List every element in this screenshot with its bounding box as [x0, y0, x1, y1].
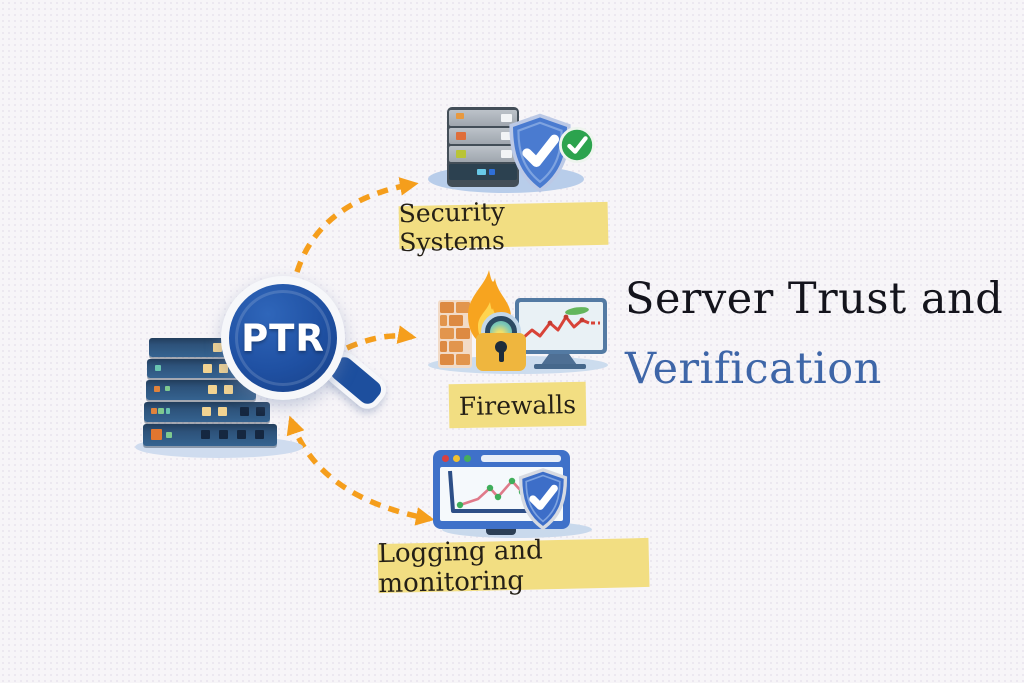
- server-unit: [143, 424, 277, 446]
- browser-address-bar: [481, 455, 561, 462]
- status-indicator: [477, 168, 486, 175]
- status-indicator: [158, 408, 164, 414]
- arrow-to-logging-bidirectional: [286, 415, 435, 526]
- led-square: [237, 430, 246, 439]
- server-unit: [144, 402, 270, 422]
- led-square: [240, 407, 249, 416]
- padlock-icon: [476, 333, 526, 371]
- status-indicator: [166, 408, 170, 414]
- monitor-icon: [515, 298, 607, 354]
- node-firewalls: [428, 268, 620, 394]
- brick-wall-icon: [438, 300, 472, 368]
- led-square: [213, 343, 222, 352]
- browser-dot-green: [464, 455, 471, 462]
- ptr-label: PTR: [241, 316, 325, 360]
- server-row: [449, 127, 517, 144]
- shield-check-icon: [518, 468, 568, 531]
- node-security-systems: [428, 95, 622, 205]
- led-square: [219, 430, 228, 439]
- security-server-icon: [447, 107, 519, 187]
- browser-dot-yellow: [453, 455, 460, 462]
- led-square: [256, 407, 265, 416]
- title-line-2: Verification: [625, 344, 882, 394]
- status-indicator: [166, 432, 172, 438]
- led-square: [501, 131, 512, 140]
- title-line-1: Server Trust and: [625, 274, 1004, 324]
- monitor-stand: [541, 354, 577, 365]
- status-indicator: [165, 386, 170, 391]
- monitor-chart: [522, 307, 600, 340]
- browser-dot-red: [442, 455, 449, 462]
- server-unit: [149, 338, 237, 357]
- monitor-base: [534, 364, 586, 369]
- status-indicator: [154, 386, 160, 392]
- shield-check-icon: [509, 113, 571, 193]
- server-unit: [147, 359, 245, 378]
- led-square: [201, 430, 210, 439]
- server-row: [449, 109, 517, 126]
- arrow-to-security: [294, 177, 419, 273]
- status-indicator: [155, 365, 161, 371]
- server-stack-illustration: [135, 338, 303, 458]
- arrow-to-firewalls: [345, 325, 417, 351]
- browser-stand: [486, 529, 516, 535]
- status-indicator: [151, 408, 157, 414]
- label-text: Security Systems: [398, 196, 506, 257]
- status-indicator: [151, 429, 162, 440]
- led-square: [255, 430, 264, 439]
- keyhole: [495, 341, 507, 362]
- led-square: [208, 385, 217, 394]
- status-indicator: [456, 149, 466, 158]
- status-indicator: [489, 168, 495, 175]
- led-square: [203, 364, 212, 373]
- label-text: Logging and monitoring: [377, 534, 544, 599]
- label-firewalls: Firewalls: [448, 381, 587, 429]
- node-logging-monitoring: [428, 445, 608, 545]
- led-square: [218, 407, 227, 416]
- verified-badge-icon: [558, 126, 596, 164]
- label-text: Firewalls: [458, 389, 577, 421]
- status-indicator: [456, 131, 466, 140]
- magnifier-lens: PTR: [229, 284, 337, 392]
- server-unit: [146, 380, 256, 400]
- monitor-screen: [519, 302, 603, 350]
- server-row: [449, 163, 517, 180]
- page-title: Server Trust and Verification: [625, 278, 1003, 391]
- ptr-magnifier: PTR: [221, 276, 345, 400]
- led-square: [219, 364, 228, 373]
- label-security-systems: Security Systems: [398, 196, 609, 257]
- label-logging-monitoring: Logging and monitoring: [377, 535, 650, 599]
- led-square: [202, 407, 211, 416]
- server-row: [449, 145, 517, 162]
- led-square: [224, 385, 233, 394]
- led-square: [501, 113, 512, 122]
- led-square: [501, 149, 512, 158]
- status-indicator: [456, 112, 464, 119]
